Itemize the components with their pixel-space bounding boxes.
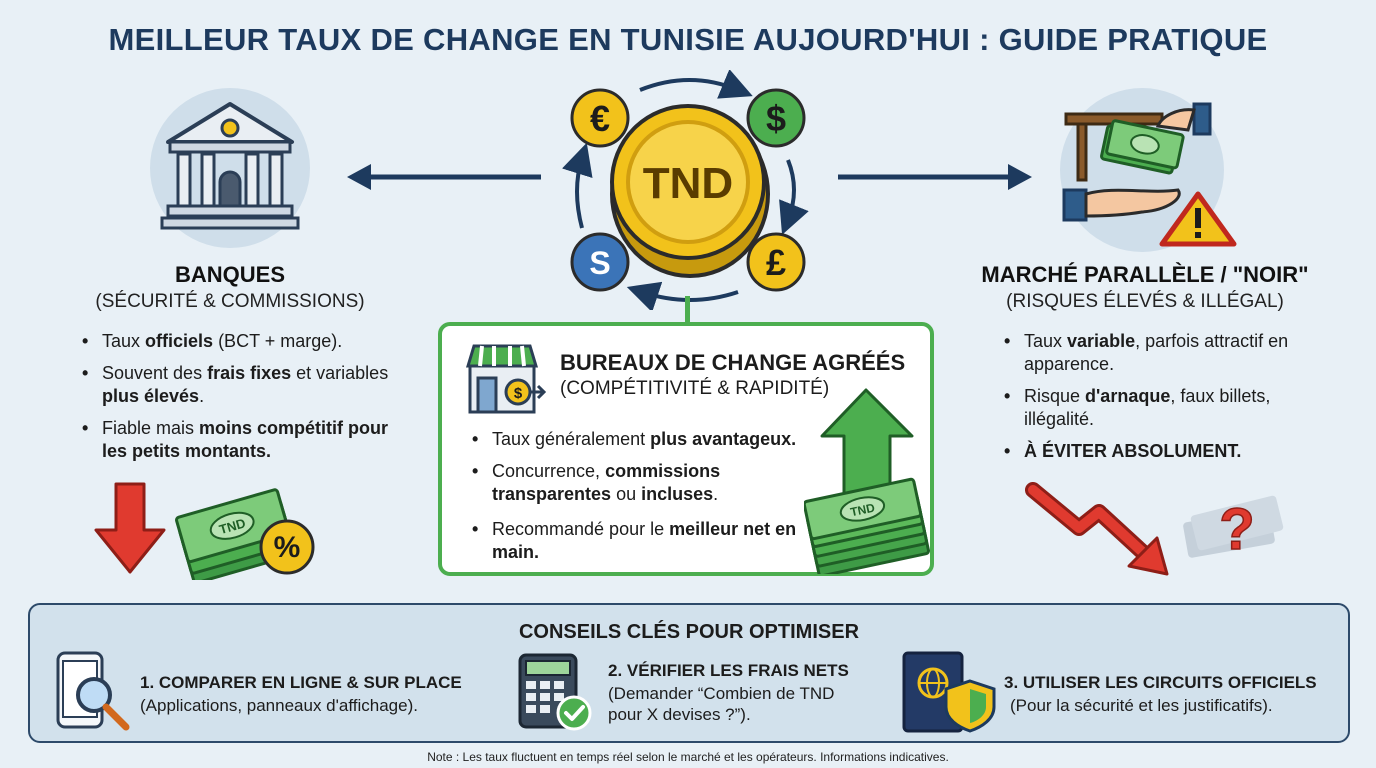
marche-list: Taux variable, parfois attractif en appa… bbox=[1002, 330, 1322, 472]
bureaux-panel: $ BUREAUX DE CHANGE AGRÉÉS (COMPÉTITIVIT… bbox=[438, 322, 934, 576]
marche-title: MARCHÉ PARALLÈLE / "NOIR" bbox=[981, 262, 1309, 287]
question-label: ? bbox=[1219, 497, 1254, 562]
tip-1-text: (Applications, panneaux d'affichage). bbox=[140, 696, 418, 715]
list-item: Taux variable, parfois attractif en appa… bbox=[1002, 330, 1322, 376]
trend-down-icon bbox=[1025, 482, 1169, 576]
hand-exchange-icon bbox=[1062, 102, 1237, 247]
blurred-money-question-icon: ? bbox=[1183, 495, 1284, 563]
banques-list: Taux officiels (BCT + marge). Souvent de… bbox=[80, 330, 400, 472]
list-item: Souvent des frais fixes et variables plu… bbox=[80, 362, 400, 408]
passport-shield-icon bbox=[902, 651, 996, 733]
bureaux-list: Taux généralement plus avantageux. Concu… bbox=[470, 428, 800, 573]
tip-3-title: 3. UTILISER LES CIRCUITS OFFICIELS bbox=[1004, 673, 1317, 692]
coin-pound-label: £ bbox=[766, 242, 786, 283]
page-title: MEILLEUR TAUX DE CHANGE EN TUNISIE AUJOU… bbox=[108, 22, 1268, 57]
banknote-percent-icon: TND % bbox=[175, 488, 315, 580]
banques-subtitle: (SÉCURITÉ & COMMISSIONS) bbox=[95, 291, 365, 312]
bureaux-subtitle: (COMPÉTITIVITÉ & RAPIDITÉ) bbox=[560, 378, 830, 399]
list-item: Risque d'arnaque, faux billets, illégali… bbox=[1002, 385, 1322, 431]
connector-line bbox=[685, 296, 690, 324]
tip-2-title: 2. VÉRIFIER LES FRAIS NETS bbox=[608, 661, 849, 680]
bank-icon bbox=[160, 102, 300, 230]
coin-dollar-label: $ bbox=[766, 98, 786, 139]
storefront-icon: $ bbox=[465, 344, 547, 414]
arrow-right-icon bbox=[838, 164, 1032, 190]
list-item: Taux généralement plus avantageux. bbox=[470, 428, 800, 451]
money-stack-up-icon: TND bbox=[804, 388, 930, 574]
conseils-panel: CONSEILS CLÉS POUR OPTIMISER 1. COMPARER… bbox=[28, 603, 1350, 743]
phone-magnifier-icon bbox=[56, 651, 130, 731]
coin-tnd-label: TND bbox=[643, 159, 733, 208]
arrow-down-icon bbox=[94, 482, 166, 574]
calculator-check-icon bbox=[518, 653, 592, 731]
coin-euro-label: € bbox=[590, 98, 610, 139]
bill-label: TND bbox=[217, 515, 247, 537]
banques-title: BANQUES bbox=[174, 262, 285, 287]
list-item: Recommandé pour le meilleur net en main. bbox=[470, 518, 800, 564]
marche-subtitle: (RISQUES ÉLEVÉS & ILLÉGAL) bbox=[1006, 291, 1284, 312]
list-item: Fiable mais moins compétitif pour les pe… bbox=[80, 417, 400, 463]
conseils-title: CONSEILS CLÉS POUR OPTIMISER bbox=[518, 621, 860, 643]
tip-2-text: (Demander “Combien de TND pour X devises… bbox=[608, 684, 835, 724]
bill-label: TND bbox=[849, 500, 876, 519]
tip-1-title: 1. COMPARER EN LIGNE & SUR PLACE bbox=[140, 673, 462, 692]
list-item: Taux officiels (BCT + marge). bbox=[80, 330, 400, 353]
footnote: Note : Les taux fluctuent en temps réel … bbox=[427, 750, 949, 764]
tip-3-text: (Pour la sécurité et les justificatifs). bbox=[1010, 696, 1273, 715]
percent-label: % bbox=[274, 531, 301, 564]
arrow-left-icon bbox=[347, 164, 541, 190]
svg-text:$: $ bbox=[514, 385, 523, 402]
currency-exchange-icon: TND € $ S £ bbox=[561, 70, 809, 310]
coin-s-label: S bbox=[589, 245, 610, 281]
list-item: À ÉVITER ABSOLUMENT. bbox=[1002, 440, 1322, 463]
bureaux-title: BUREAUX DE CHANGE AGRÉÉS bbox=[560, 350, 906, 375]
list-item: Concurrence, commissions transparentes o… bbox=[470, 460, 800, 506]
